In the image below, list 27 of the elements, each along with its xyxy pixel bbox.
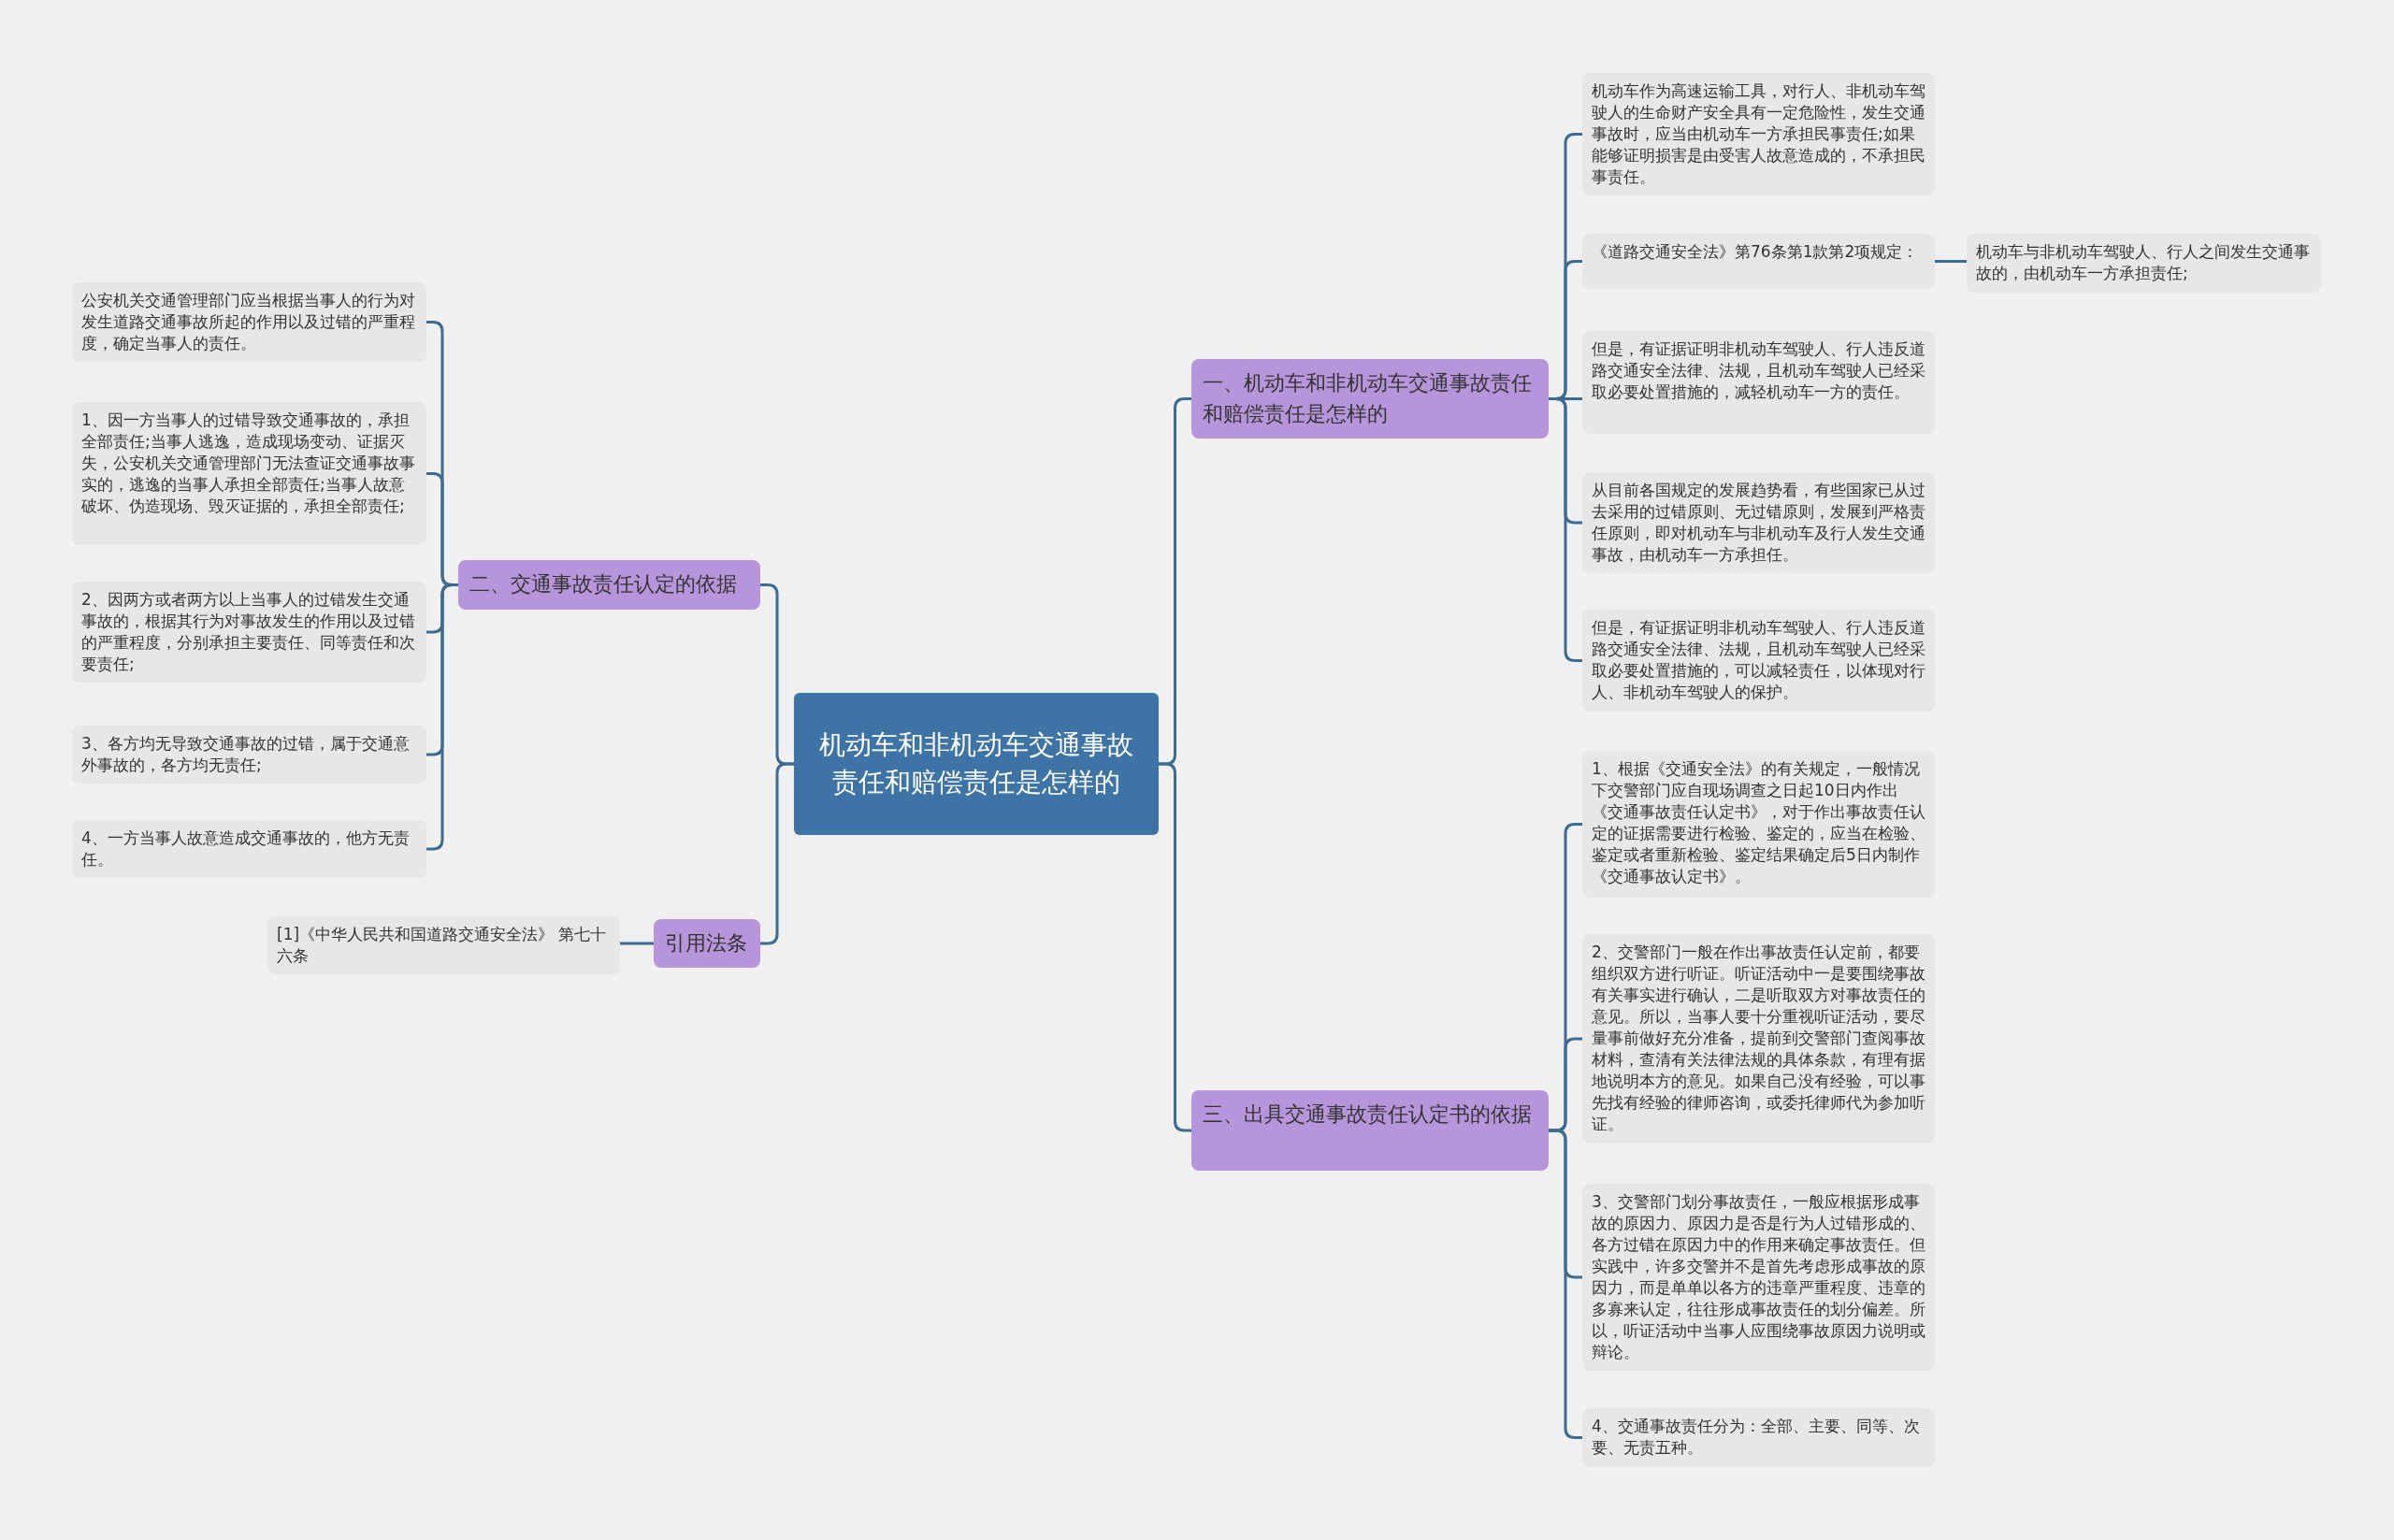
- note-box: 《道路交通安全法》第76条第1款第2项规定：: [1582, 234, 1935, 289]
- note-box: 但是，有证据证明非机动车驾驶人、行人违反道路交通安全法律、法规，且机动车驾驶人已经采取必要处置措施的，减轻机动车一方的责任。: [1582, 331, 1935, 434]
- note-box: 4、交通事故责任分为：全部、主要、同等、次要、无责五种。: [1582, 1408, 1935, 1467]
- note-box: 3、各方均无导致交通事故的过错，属于交通意外事故的，各方均无责任;: [72, 726, 426, 784]
- note-box: 机动车与非机动车驾驶人、行人之间发生交通事故的，由机动车一方承担责任;: [1967, 234, 2321, 293]
- branch-box: 引用法条: [654, 919, 760, 968]
- note-box: 1、根据《交通安全法》的有关规定，一般情况下交警部门应自现场调查之日起10日内作出《交通事故责任认定书》，对于作出事故责任认定的证据需要进行检验、鉴定的，应当在检验、鉴定或者重新检验、鉴定结果确定后5日内制作《交通事故认定书》。: [1582, 751, 1935, 898]
- connector: [1549, 397, 1582, 662]
- note-box: 1、因一方当事人的过错导致交通事故的，承担全部责任;当事人逃逸，造成现场变动、证据灭失，公安机关交通管理部门无法查证交通事故事实的，逃逸的当事人承担全部责任;当事人故意破坏、伪造现场、毁灭证据的，承担全部责任;: [72, 402, 426, 545]
- connector: [1935, 260, 1967, 263]
- note-box: 但是，有证据证明非机动车驾驶人、行人违反道路交通安全法律、法规，且机动车驾驶人已经采取必要处置措施的，可以减轻责任，以体现对行人、非机动车驾驶人的保护。: [1582, 610, 1935, 712]
- connector: [620, 942, 654, 945]
- branch-box: 二、交通事故责任认定的依据: [458, 560, 760, 610]
- branch-box: 三、出具交通事故责任认定书的依据: [1191, 1090, 1549, 1171]
- branch-box: 一、机动车和非机动车交通事故责任和赔偿责任是怎样的: [1191, 359, 1549, 439]
- note-box: 2、交警部门一般在作出事故责任认定前，都要组织双方进行听证。听证活动中一是要围绕事故有关事实进行确认，二是听取双方对事故责任的意见。所以，当事人要十分重视听证活动，要尽量事前做好充分准备，提前到交警部门查阅事故材料，查清有关法律法规的具体条款，有理有据地说明本方的意见。如果自己没有经验，可以事先找有经验的律师咨询，或委托律师代为参加听证。: [1582, 934, 1935, 1144]
- connector: [1549, 1129, 1582, 1439]
- topic-box: 机动车和非机动车交通事故责任和赔偿责任是怎样的: [794, 693, 1159, 835]
- connector: [760, 762, 794, 945]
- note-box: 公安机关交通管理部门应当根据当事人的行为对发生道路交通事故所起的作用以及过错的严重程度，确定当事人的责任。: [72, 282, 426, 362]
- note-box: 机动车作为高速运输工具，对行人、非机动车驾驶人的生命财产安全具有一定危险性，发生交通事故时，应当由机动车一方承担民事责任;如果能够证明损害是由受害人故意造成的，不承担民事责任。: [1582, 73, 1935, 195]
- note-box: [1]《中华人民共和国道路交通安全法》 第七十六条: [267, 916, 620, 974]
- connector: [1159, 762, 1191, 1132]
- note-box: 2、因两方或者两方以上当事人的过错发生交通事故的，根据其行为对事故发生的作用以及过错的严重程度，分别承担主要责任、同等责任和次要责任;: [72, 582, 426, 683]
- note-box: 4、一方当事人故意造成交通事故的，他方无责任。: [72, 820, 426, 878]
- note-box: 从目前各国规定的发展趋势看，有些国家已从过去采用的过错原则、无过错原则，发展到严格责任原则，即对机动车与非机动车及行人发生交通事故，由机动车一方承担任。: [1582, 472, 1935, 573]
- note-box: 3、交警部门划分事故责任，一般应根据形成事故的原因力、原因力是否是行为人过错形成的、各方过错在原因力中的作用来确定事故责任。但实践中，许多交警并不是首先考虑形成事故的原因力，而是单单以各方的违章严重程度、违章的多寡来认定，往往形成事故责任的划分偏差。所以，听证活动中当事人应围绕事故原因力说明或辩论。: [1582, 1184, 1935, 1371]
